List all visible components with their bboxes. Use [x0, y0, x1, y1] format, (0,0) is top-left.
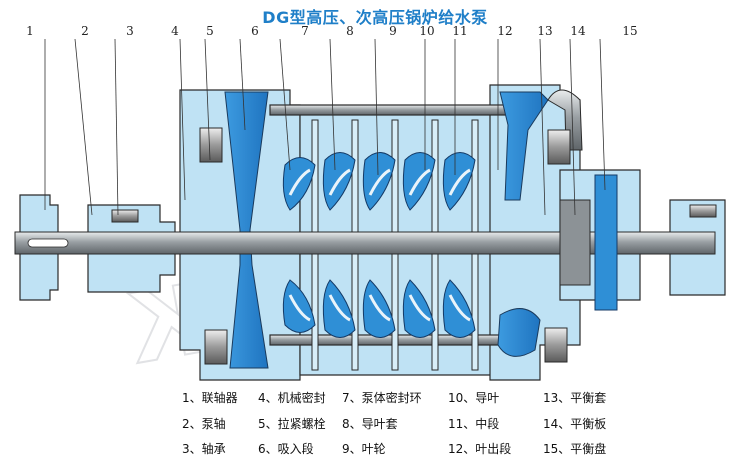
- legend-item: 5、拉紧螺栓: [258, 417, 326, 431]
- legend-item: 8、导叶套: [342, 417, 398, 431]
- callout-number-12: 12: [497, 24, 512, 38]
- callout-line-5: [204, 38, 211, 161]
- bolts: [111, 127, 717, 365]
- callout-number-13: 13: [537, 24, 552, 38]
- legend-item: 11、中段: [448, 417, 500, 431]
- callout-line-15: [599, 38, 606, 191]
- callout-number-7: 7: [301, 24, 309, 38]
- callout-number-15: 15: [622, 24, 637, 38]
- legend-item: 7、泵体密封环: [342, 391, 422, 405]
- callout-number-6: 6: [251, 24, 259, 38]
- legend-item: 12、叶出段: [448, 442, 512, 456]
- outlet-channel-bottom: [497, 308, 541, 357]
- balance-plate: [594, 174, 618, 311]
- legend-item: 3、轴承: [182, 442, 226, 456]
- callout-number-5: 5: [206, 24, 214, 38]
- callout-number-4: 4: [171, 24, 179, 38]
- callout-line-7: [279, 38, 291, 171]
- callout-line-4: [179, 38, 186, 201]
- callout-number-1: 1: [26, 24, 34, 38]
- callout-line-9: [374, 38, 379, 176]
- callout-line-14: [569, 38, 576, 216]
- callout-number-2: 2: [81, 24, 89, 38]
- callout-line-2: [74, 38, 93, 216]
- legend-item: 9、叶轮: [342, 442, 386, 456]
- legend-item: 4、机械密封: [258, 391, 326, 405]
- callout-line-3: [114, 38, 119, 216]
- callout-number-10: 10: [419, 24, 434, 38]
- shaft-keyway: [27, 238, 69, 248]
- callout-number-9: 9: [389, 24, 397, 38]
- legend-item: 14、平衡板: [543, 417, 607, 431]
- pump-shaft: [14, 231, 716, 255]
- callout-line-13: [539, 38, 546, 216]
- legend-item: 6、吸入段: [258, 442, 314, 456]
- legend-item: 2、泵轴: [182, 417, 226, 431]
- callout-number-3: 3: [126, 24, 134, 38]
- legend-item: 10、导叶: [448, 391, 500, 405]
- balance-return-pipe: [547, 89, 583, 151]
- callout-number-11: 11: [452, 24, 467, 38]
- legend-item: 1、联轴器: [182, 391, 238, 405]
- callout-line-8: [329, 38, 336, 171]
- diffuser-vanes: [288, 168, 471, 322]
- diagram-title: DG型高压、次高压锅炉给水泵: [262, 8, 488, 27]
- legend-item: 13、平衡套: [543, 391, 607, 405]
- tie-bolt-top: [269, 104, 521, 116]
- callout-line-6: [239, 38, 246, 131]
- legend-item: 15、平衡盘: [543, 442, 607, 456]
- callout-number-14: 14: [570, 24, 586, 38]
- callout-number-8: 8: [346, 24, 354, 38]
